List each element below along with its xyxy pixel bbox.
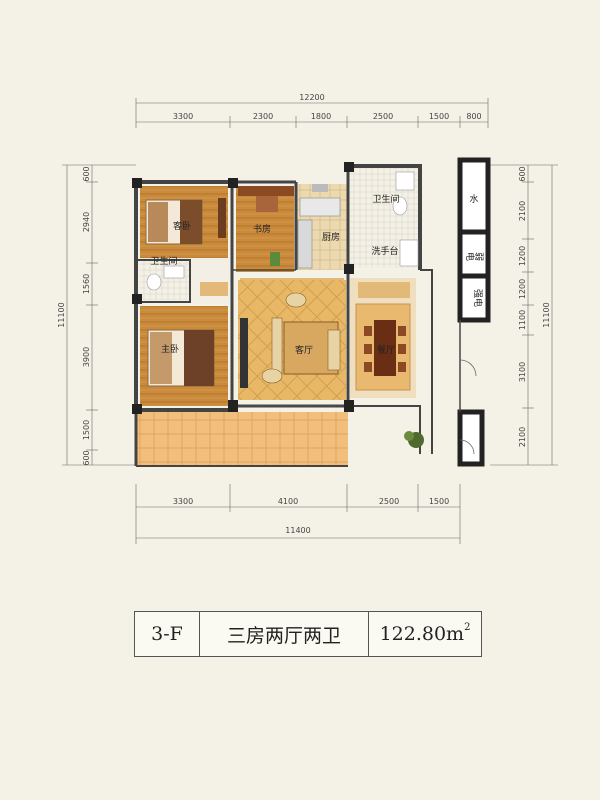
- top-dim-2: 2300: [253, 112, 273, 121]
- left-dim-4: 3900: [82, 347, 91, 367]
- label-master-bedroom: 主卧: [161, 343, 179, 355]
- label-kitchen: 厨房: [322, 231, 340, 243]
- balcony-floor: [136, 412, 348, 466]
- right-dim-4: 1200: [518, 279, 527, 299]
- right-dim-1: 600: [518, 166, 527, 181]
- label-water-shaft: 水: [469, 193, 478, 205]
- label-wash-basin: 洗手台: [371, 245, 398, 257]
- corridor-floor: [190, 258, 232, 304]
- top-dim-3: 1800: [311, 112, 331, 121]
- right-dim-total: 11100: [542, 302, 551, 327]
- top-dim-5: 1500: [429, 112, 449, 121]
- right-dim-2: 2100: [518, 201, 527, 221]
- bottom-dim-total: 11400: [285, 526, 310, 535]
- label-top-bathroom: 卫生间: [372, 193, 399, 205]
- bottom-dim-2: 4100: [278, 497, 298, 506]
- label-guest-bedroom: 客卧: [173, 220, 191, 232]
- right-dim-7: 2100: [518, 427, 527, 447]
- label-left-bathroom: 卫生间: [150, 255, 177, 267]
- label-study: 书房: [253, 223, 271, 235]
- bottom-dim-1: 3300: [173, 497, 193, 506]
- left-dim-3: 1560: [82, 274, 91, 294]
- right-dim-5: 1100: [518, 310, 527, 330]
- right-dim-6: 3100: [518, 362, 527, 382]
- top-dim-4: 2500: [373, 112, 393, 121]
- left-dim-1: 600: [82, 166, 91, 181]
- top-dim-total: 12200: [299, 93, 324, 102]
- label-dining-room: 餐厅: [377, 344, 395, 356]
- unit-area-value: 122.80m: [379, 623, 465, 645]
- bottom-dim-4: 1500: [429, 497, 449, 506]
- unit-code: 3-F: [135, 612, 200, 656]
- right-dim-3: 1200: [518, 246, 527, 266]
- top-dim-6: 800: [466, 112, 481, 121]
- left-dim-2: 2940: [82, 212, 91, 232]
- unit-area-sup: 2: [464, 621, 471, 633]
- top-dim-1: 3300: [173, 112, 193, 121]
- left-dim-5: 1500: [82, 420, 91, 440]
- left-dim-total: 11100: [57, 302, 66, 327]
- left-dim-6: 600: [82, 450, 91, 465]
- label-weak-electric: 弱电: [466, 250, 484, 261]
- unit-layout: 三房两厅两卫: [200, 612, 369, 656]
- label-strong-electric: 强电: [472, 289, 484, 307]
- bottom-dim-3: 2500: [379, 497, 399, 506]
- label-living-room: 客厅: [295, 344, 313, 356]
